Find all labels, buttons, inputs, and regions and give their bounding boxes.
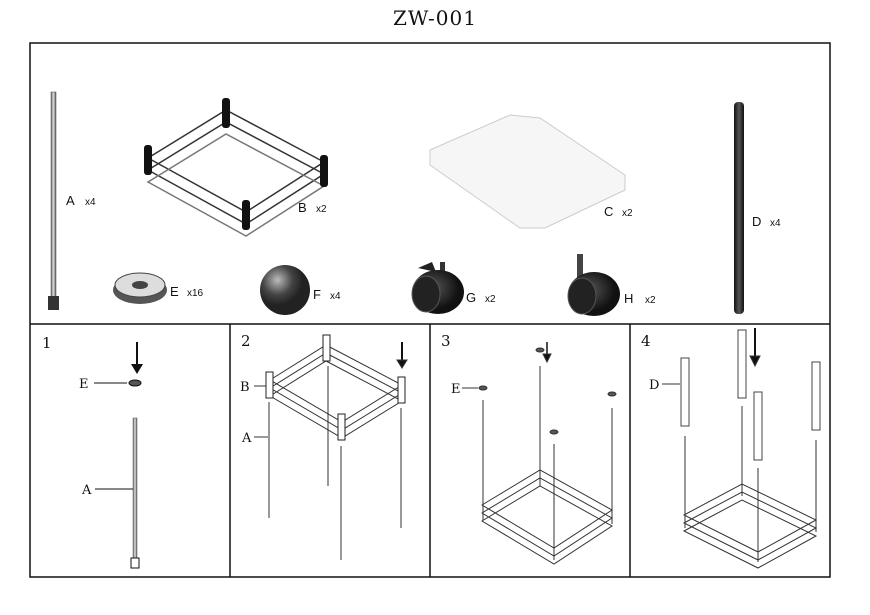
part-d-pole xyxy=(734,102,744,314)
step-2-label-a: A xyxy=(241,431,252,446)
part-b-qty: x2 xyxy=(316,204,327,215)
diagram-title: ZW-001 xyxy=(393,6,477,30)
step-3-number: 3 xyxy=(441,332,451,350)
step-1-label-e: E xyxy=(79,377,89,392)
part-g-qty: x2 xyxy=(485,294,496,305)
part-c-glass-panel xyxy=(429,114,626,229)
part-e-qty: x16 xyxy=(187,288,204,299)
part-c-letter: C xyxy=(604,204,613,219)
step-2-illustration xyxy=(254,334,408,560)
part-d-qty: x4 xyxy=(770,218,781,229)
step-2-label-b: B xyxy=(240,380,250,395)
part-g-letter: G xyxy=(466,290,476,305)
part-a-qty: x4 xyxy=(85,197,96,208)
part-f-qty: x4 xyxy=(330,291,341,302)
part-b-letter: B xyxy=(298,200,307,215)
down-arrow-icon xyxy=(749,355,761,368)
down-arrow-icon xyxy=(542,353,552,364)
part-f-ball-foot xyxy=(260,265,310,315)
step-2-number: 2 xyxy=(241,332,251,350)
step-3-label-e: E xyxy=(451,382,461,397)
part-a-pole xyxy=(48,91,59,310)
step-4-label-d: D xyxy=(649,378,659,393)
part-h-letter: H xyxy=(624,291,633,306)
part-e-washer xyxy=(113,272,167,304)
step-1-label-a: A xyxy=(81,483,92,498)
part-g-locking-caster xyxy=(411,262,464,314)
part-c-qty: x2 xyxy=(622,208,633,219)
step-4-number: 4 xyxy=(641,332,651,350)
step-1-illustration xyxy=(94,342,143,569)
part-h-qty: x2 xyxy=(645,295,656,306)
part-f-letter: F xyxy=(313,287,321,302)
part-d-letter: D xyxy=(752,214,761,229)
step-4-illustration xyxy=(662,328,821,569)
part-b-wire-frame xyxy=(144,98,328,237)
part-h-caster xyxy=(567,254,620,316)
down-arrow-icon xyxy=(131,364,143,374)
step-1-number: 1 xyxy=(42,334,52,352)
step-3-illustration xyxy=(462,342,617,565)
part-a-letter: A xyxy=(66,193,75,208)
down-arrow-icon xyxy=(396,359,408,369)
part-e-letter: E xyxy=(170,284,179,299)
